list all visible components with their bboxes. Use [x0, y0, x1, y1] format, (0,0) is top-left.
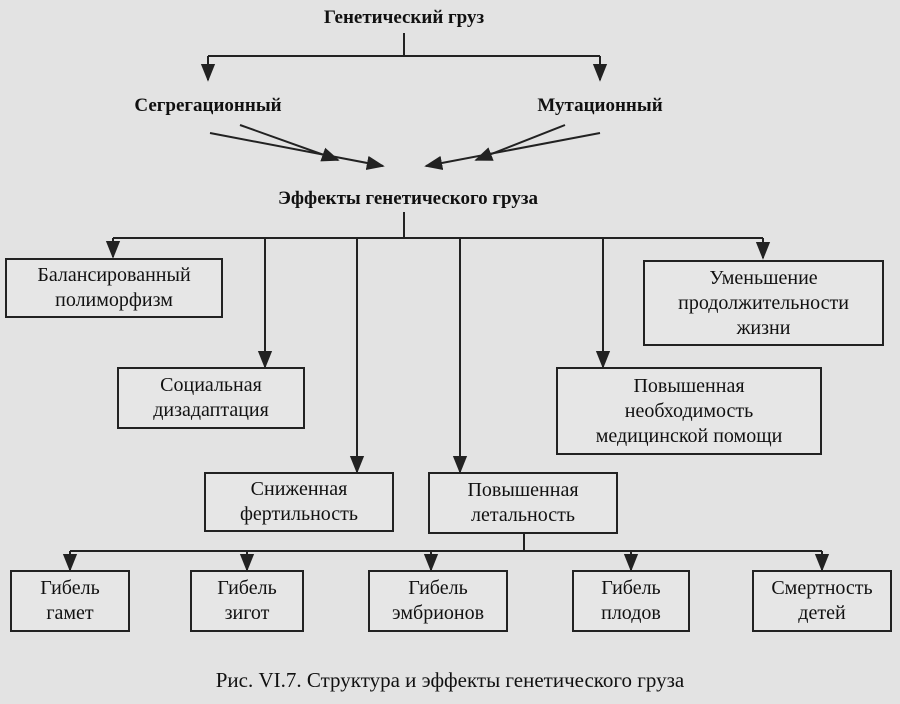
child-mortality-box: Смертность детей	[752, 570, 892, 632]
box-line: полиморфизм	[55, 289, 173, 311]
zygote-death-box: Гибель зигот	[190, 570, 304, 632]
box-line: зигот	[224, 602, 270, 624]
box-line: Гибель	[408, 577, 468, 599]
box-line: Гибель	[40, 577, 100, 599]
gamete-death-box: Гибель гамет	[10, 570, 130, 632]
box-line: летальность	[471, 504, 575, 526]
box-line: медицинской помощи	[595, 424, 783, 447]
figure-caption: Рис. VI.7. Структура и эффекты генетичес…	[215, 668, 685, 692]
arrow-seg-to-effects-1	[209, 132, 385, 171]
box-line: Уменьшение	[709, 266, 818, 289]
box-line: эмбрионов	[391, 602, 485, 624]
increased-medical-need-box: Повышенная необходимость медицинской пом…	[556, 367, 822, 455]
box-line: детей	[798, 602, 846, 624]
box-line: Социальная	[160, 374, 262, 396]
box-line: Балансированный	[37, 264, 191, 286]
balanced-polymorphism-box: Балансированный полиморфизм	[5, 258, 223, 318]
arrow-mut-to-effects-2	[474, 124, 566, 161]
fetus-death-box: Гибель плодов	[572, 570, 690, 632]
box-line: Смертность	[771, 577, 873, 599]
genetic-load-title: Генетический груз	[323, 7, 485, 28]
box-line: гамет	[46, 602, 94, 624]
embryo-death-box: Гибель эмбрионов	[368, 570, 508, 632]
box-line: Гибель	[601, 577, 661, 599]
box-line: продолжительности	[678, 291, 849, 314]
reduced-fertility-box: Сниженная фертильность	[204, 472, 394, 532]
box-line: плодов	[601, 602, 661, 624]
reduced-lifespan-box: Уменьшение продолжительности жизни	[643, 260, 884, 346]
box-line: Повышенная	[633, 374, 745, 397]
box-line: Сниженная	[250, 478, 348, 500]
arrow-seg-to-effects-2	[239, 124, 340, 162]
box-line: Повышенная	[467, 479, 579, 501]
social-disadaptation-box: Социальная дизадаптация	[117, 367, 305, 429]
box-line: жизни	[736, 316, 791, 339]
effects-title: Эффекты генетического груза	[278, 188, 538, 209]
segregation-load-label: Сегрегационный	[134, 95, 282, 116]
increased-lethality-box: Повышенная летальность	[428, 472, 618, 534]
box-line: необходимость	[624, 399, 754, 422]
box-line: фертильность	[239, 503, 359, 525]
mutation-load-label: Мутационный	[537, 95, 663, 116]
box-line: Гибель	[217, 577, 277, 599]
box-line: дизадаптация	[153, 399, 269, 421]
arrow-mut-to-effects-1	[424, 132, 601, 171]
